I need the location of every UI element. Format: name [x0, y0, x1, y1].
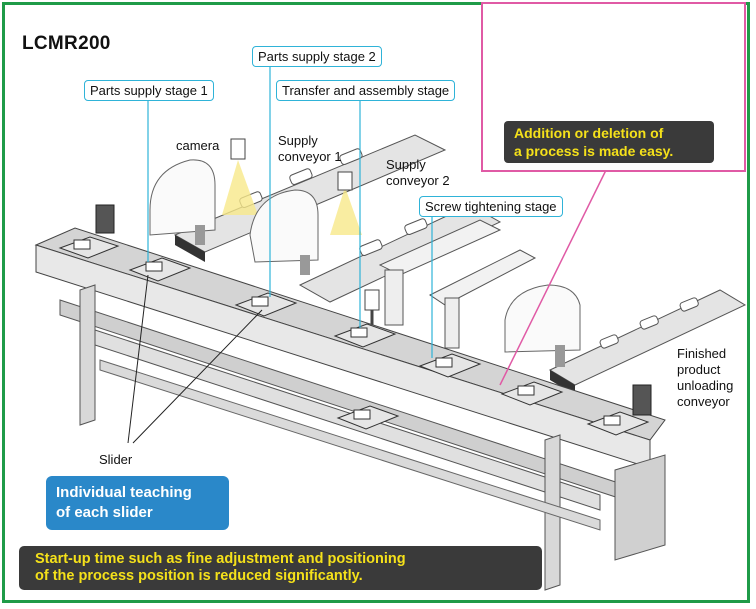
teaching-line2: of each slider [56, 504, 153, 521]
label-supply-conveyor-1: Supply conveyor 1 [278, 133, 342, 165]
slider-1 [58, 236, 120, 259]
label-finished-line3: unloading [677, 378, 734, 393]
slider-3 [234, 292, 298, 317]
label-supply-conveyor-1-line2: conveyor 1 [278, 149, 342, 164]
camera-light-1 [222, 160, 258, 215]
callout-screw-tightening-stage: Screw tightening stage [419, 196, 563, 217]
inset-message-line1: Addition or deletion of [514, 125, 664, 141]
startup-line1: Start-up time such as fine adjustment an… [35, 551, 406, 567]
startup-banner: Start-up time such as fine adjustment an… [19, 546, 542, 590]
label-finished-line2: product [677, 362, 721, 377]
slider-5 [418, 353, 482, 378]
supply-conveyor-2-belt [298, 204, 502, 303]
teaching-line1: Individual teaching [56, 484, 192, 501]
label-supply-conveyor-1-line1: Supply [278, 133, 318, 148]
diagram-frame [2, 2, 750, 603]
finished-product-conveyor-belt [548, 289, 747, 395]
label-finished-line1: Finished [677, 346, 727, 361]
motor-left [95, 204, 115, 234]
scara-robot-2 [249, 189, 319, 275]
teaching-badge: Individual teaching of each slider [46, 476, 229, 530]
leader-slider-b [132, 309, 263, 444]
leader-inset [499, 161, 611, 386]
callout-parts-supply-stage-2: Parts supply stage 2 [252, 46, 382, 67]
label-finished-product-unloading-conveyor: Finished product unloading conveyor [677, 346, 733, 410]
slider-2 [128, 257, 192, 282]
model-title: LCMR200 [22, 33, 111, 54]
camera-1-body [230, 138, 246, 160]
slider-4 [333, 323, 397, 348]
inset-message-line2: a process is made easy. [514, 143, 674, 159]
inset-message: Addition or deletion of a process is mad… [504, 121, 714, 163]
slider-7 [586, 411, 650, 436]
callout-transfer-assembly-stage: Transfer and assembly stage [276, 80, 456, 101]
label-supply-conveyor-2-line2: conveyor 2 [386, 173, 450, 188]
label-finished-line4: conveyor [677, 394, 730, 409]
label-camera: camera [176, 138, 220, 153]
callout-parts-supply-stage-1: Parts supply stage 1 [84, 80, 214, 101]
slider-return [336, 405, 400, 430]
camera-2-body [337, 171, 353, 191]
camera-light-2 [330, 187, 362, 235]
scara-robot-1 [149, 159, 216, 245]
leader-slider-a [127, 274, 149, 444]
label-supply-conveyor-2: Supply conveyor 2 [386, 157, 450, 189]
slider-6 [500, 381, 564, 406]
motor-right [632, 384, 652, 416]
label-slider: Slider [99, 452, 133, 467]
label-supply-conveyor-2-line1: Supply [386, 157, 426, 172]
screw-tightening-gantry [364, 219, 537, 349]
startup-line2: of the process position is reduced signi… [35, 568, 363, 584]
